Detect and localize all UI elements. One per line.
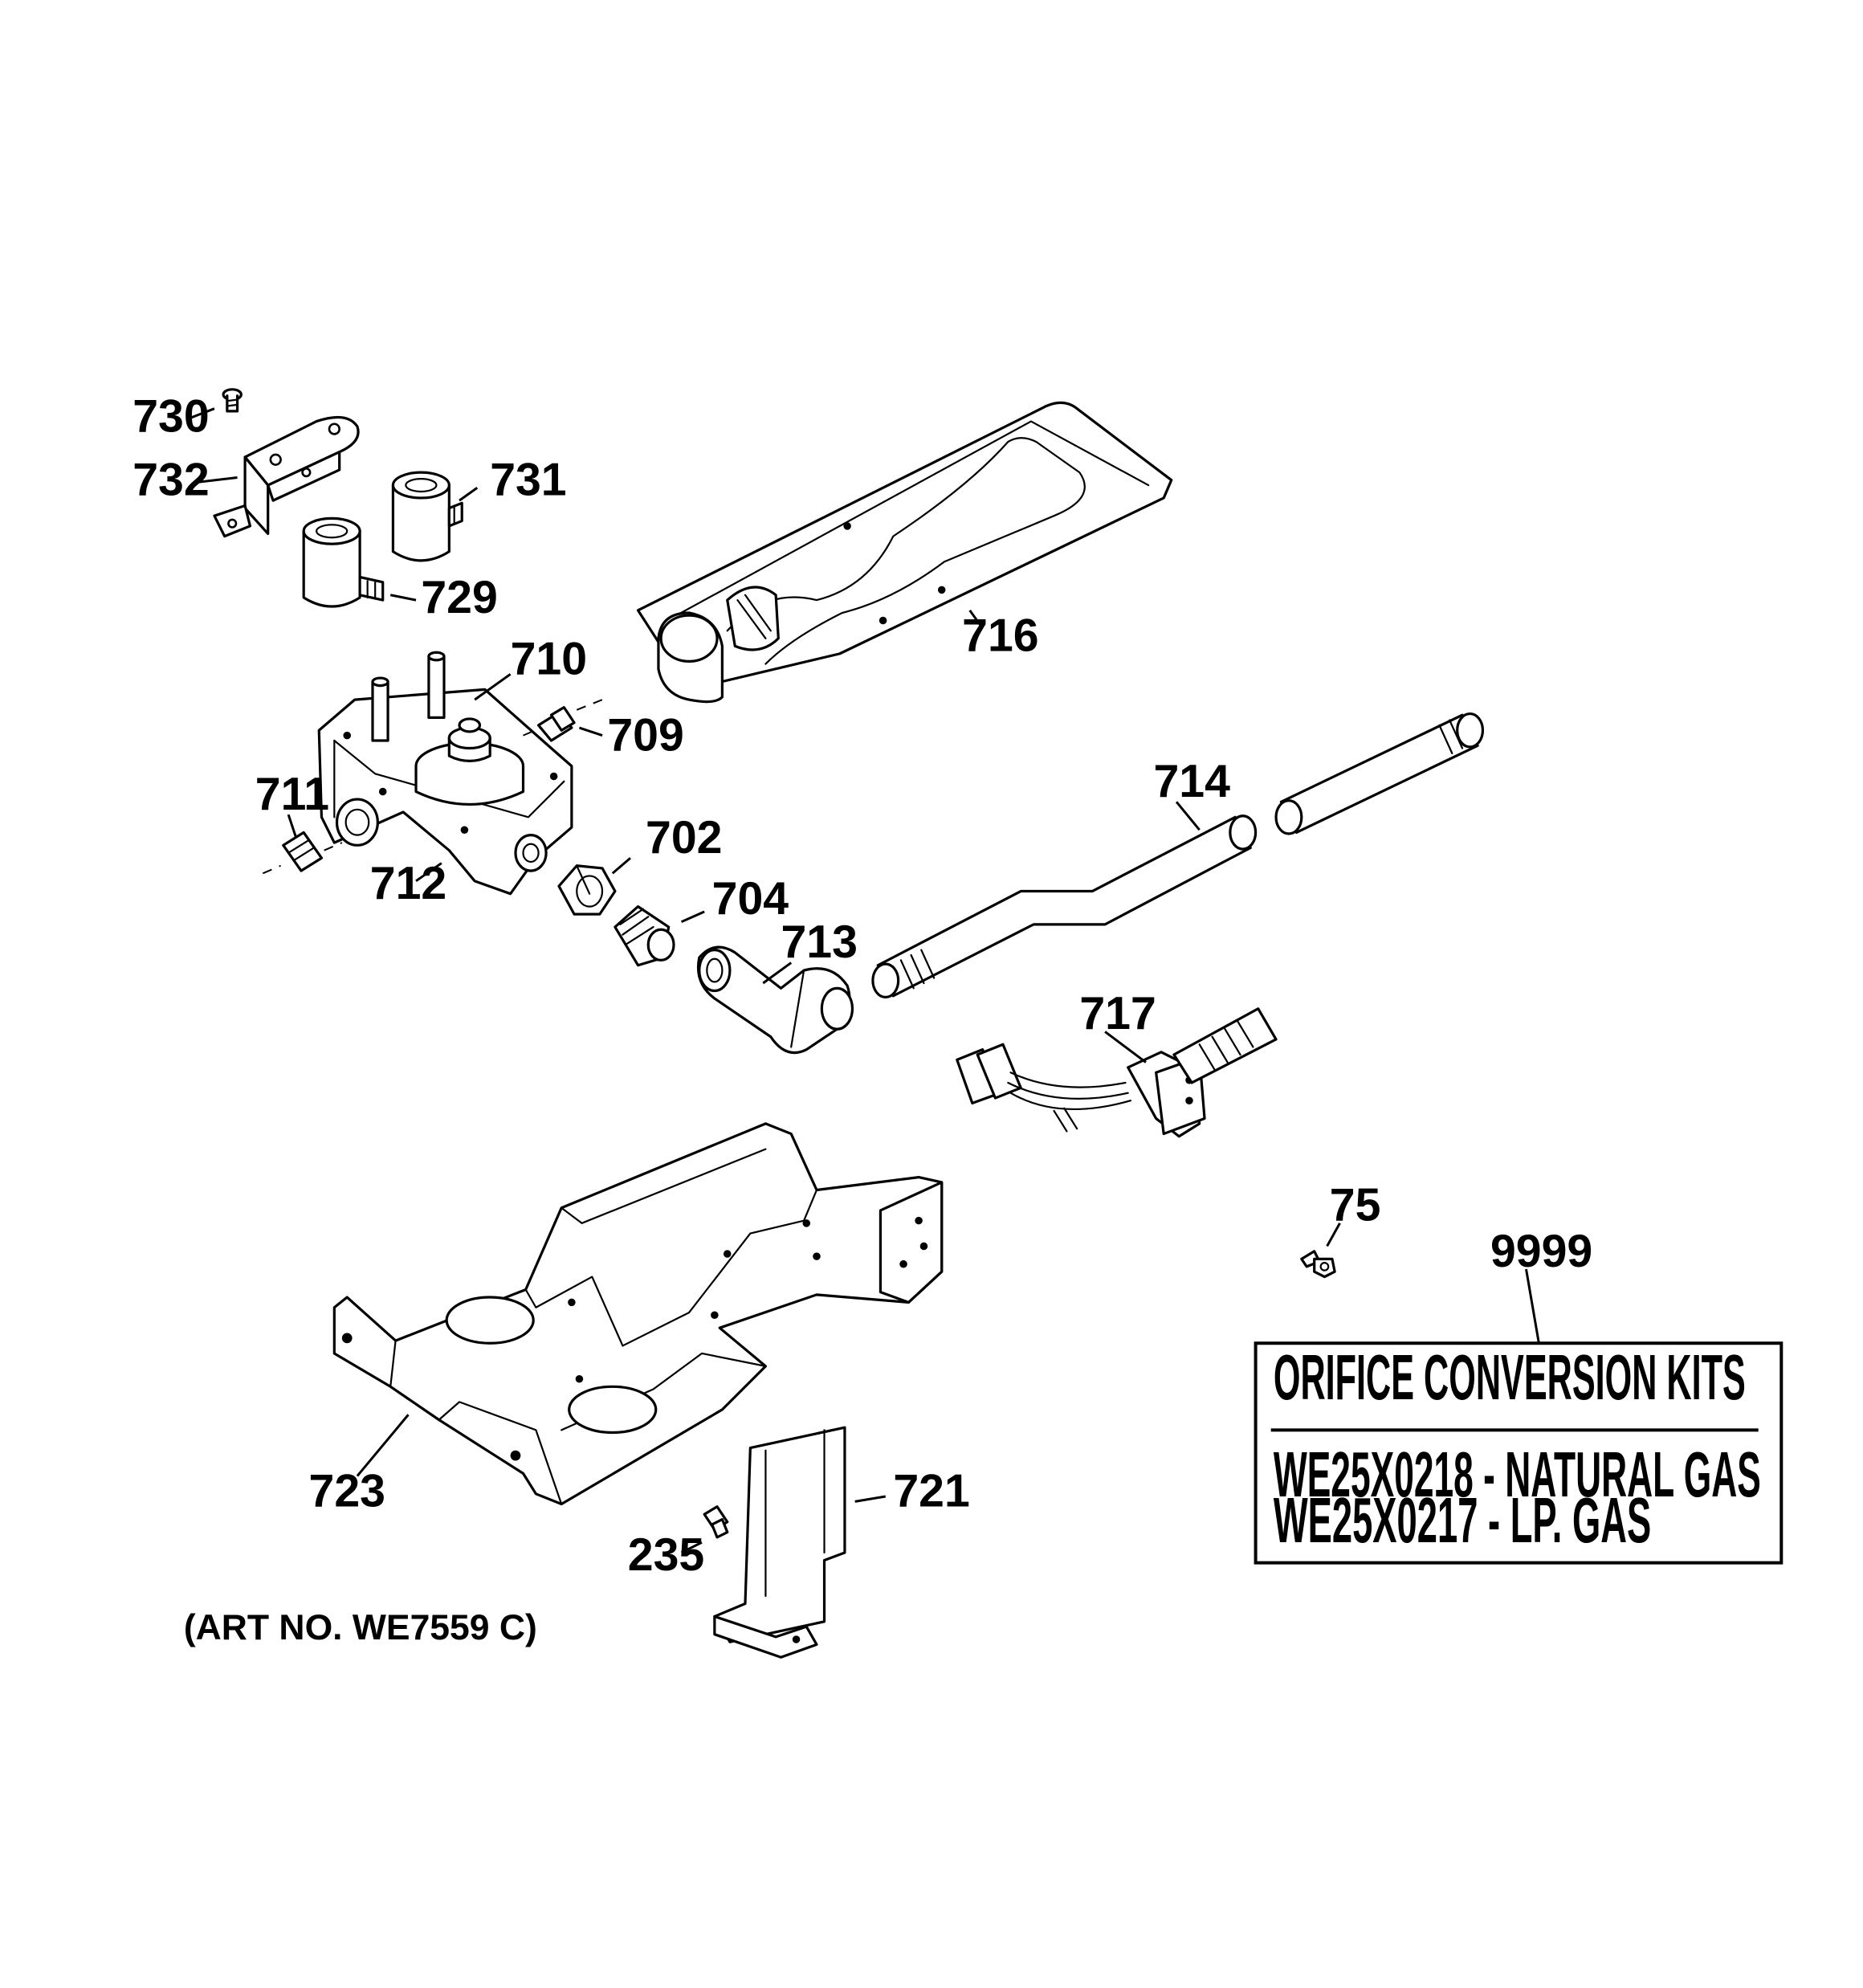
part-716-burner: [638, 402, 1172, 701]
kit-natural-gas: WE25X0218 - NATURAL GAS: [1274, 1439, 1761, 1510]
part-731-coil: [393, 472, 462, 561]
part-711-plug: [263, 832, 342, 873]
label-732: 732: [132, 455, 209, 506]
label-704: 704: [712, 873, 789, 925]
label-729: 729: [421, 572, 497, 623]
part-702-nut: [559, 866, 615, 914]
part-730-screw: [223, 390, 241, 411]
part-704-orifice: [615, 907, 674, 965]
label-9999: 9999: [1490, 1226, 1592, 1277]
kit-lp-gas: WE25X0217 - LP. GAS: [1274, 1484, 1651, 1556]
label-723: 723: [309, 1466, 385, 1517]
part-717-igniter: [957, 1009, 1276, 1137]
art-number: (ART NO. WE7559 C): [184, 1608, 537, 1647]
leader-lines: [191, 409, 1539, 1553]
part-732-bracket: [214, 417, 358, 536]
part-729-coil: [304, 518, 383, 606]
label-75: 75: [1330, 1180, 1381, 1231]
part-75-screw: [1302, 1251, 1335, 1277]
part-713-elbow: [699, 947, 853, 1052]
part-labels: 730 732 731 729 716 710 709 711 712 702 …: [132, 390, 1592, 1647]
label-711: 711: [255, 769, 329, 820]
orifice-kit-box: ORIFICE CONVERSION KITS WE25X0218 - NATU…: [1256, 1341, 1782, 1562]
part-714-tube: [873, 714, 1483, 998]
part-235-screw: [704, 1507, 728, 1537]
label-716: 716: [962, 610, 1038, 662]
part-709-fitting: [524, 700, 603, 741]
label-713: 713: [781, 916, 857, 968]
label-235: 235: [628, 1529, 704, 1581]
kit-title: ORIFICE CONVERSION KITS: [1274, 1341, 1746, 1413]
label-717: 717: [1079, 988, 1156, 1039]
label-702: 702: [646, 812, 722, 863]
label-721: 721: [893, 1466, 969, 1517]
part-710-gas-valve: [319, 652, 572, 893]
label-714: 714: [1153, 756, 1230, 807]
part-721-shield: [715, 1427, 845, 1657]
label-712: 712: [370, 858, 446, 909]
label-710: 710: [511, 633, 587, 684]
part-723-bracket: [334, 1124, 941, 1504]
label-709: 709: [607, 710, 683, 761]
label-730: 730: [132, 390, 209, 442]
label-731: 731: [490, 455, 566, 506]
